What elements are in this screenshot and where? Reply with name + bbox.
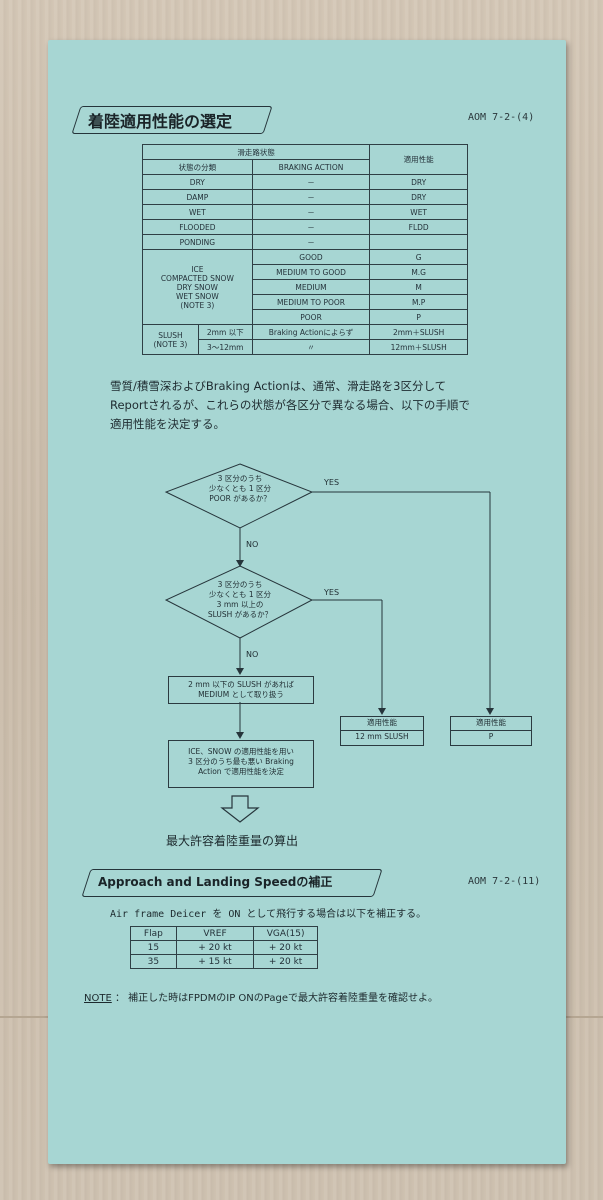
table-cell: 12mm＋SLUSH [369, 339, 468, 355]
result-right-header: 適用性能 [451, 718, 531, 731]
fc-line: 3 mm 以上の [216, 600, 264, 609]
explanation-line: Reportされるが、これらの状態が各区分で異なる場合、以下の手順で [110, 398, 470, 412]
medium-handling-box: 2 mm 以下の SLUSH があれば MEDIUM として取り扱う [168, 676, 314, 704]
fc-line: POOR があるか？ [209, 494, 271, 503]
result-box-p: 適用性能 P [450, 716, 532, 746]
result-mid-header: 適用性能 [341, 718, 423, 731]
result-arrow [220, 795, 260, 823]
slush-group-label: SLUSH (NOTE 3) [142, 324, 199, 355]
table-cell: 15 [130, 940, 177, 955]
yes-label-2: YES [324, 588, 340, 597]
ice-label-line: ICE [191, 264, 204, 274]
table-header: VGA(15) [253, 926, 318, 941]
runway-condition-table: 滑走路状態 適用性能 状態の分類 BRAKING ACTION DRY－DRY … [141, 144, 468, 355]
section2-title: Approach and Landing Speedの補正 [98, 873, 332, 890]
ice-label-line: DRY SNOW [176, 282, 218, 292]
fc-line: 少なくとも 1 区分 [208, 590, 272, 599]
note-text: ： 補正した時はFPDMのIP ONのPageで最大許容着陸重量を確認せよ。 [114, 993, 438, 1004]
slush-label-line: (NOTE 3) [153, 339, 188, 349]
final-step-text: 最大許容着陸重量の算出 [166, 834, 299, 848]
fc-line: SLUSH があるか？ [207, 610, 273, 619]
fc-line: 3 区分のうち [217, 474, 263, 483]
note-line: NOTE ： 補正した時はFPDMのIP ONのPageで最大許容着陸重量を確認… [84, 989, 438, 1004]
section2-title-en: Approach and Landing Speed [98, 875, 297, 889]
explanation-line: 雪質/積雪深およびBraking Actionは、通常、滑走路を3区分して [110, 379, 447, 393]
note-label: NOTE [84, 993, 112, 1004]
no-label-2: NO [246, 650, 259, 659]
no-label-1: NO [246, 540, 259, 549]
result-box-12mm-slush: 適用性能 12 mm SLUSH [340, 716, 424, 746]
section2-ref: AOM 7-2-(11) [468, 876, 541, 887]
fc-line: 少なくとも 1 区分 [208, 484, 272, 493]
table-cell: + 20 kt [253, 954, 318, 969]
table-header: Flap [130, 926, 177, 941]
decision-poor-text: 3 区分のうち 少なくとも 1 区分 POOR があるか？ [180, 474, 300, 504]
determine-performance-box: ICE、SNOW の適用性能を用い 3 区分のうち最も悪い Braking Ac… [168, 740, 314, 788]
table-cell: + 15 kt [175, 954, 255, 969]
section1-ref: AOM 7-2-(4) [468, 112, 535, 123]
fc-line: 3 区分のうち [217, 580, 263, 589]
ice-label-line: COMPACTED SNOW [160, 273, 234, 283]
table-cell: 3～12mm [197, 339, 253, 355]
table-cell: 35 [130, 954, 177, 969]
section2-title-jp: の補正 [296, 875, 333, 889]
fc-line: Action で適用性能を決定 [198, 767, 284, 776]
table-cell: + 20 kt [175, 940, 255, 955]
explanation-line: 適用性能を決定する。 [110, 417, 225, 431]
section1-title: 着陸適用性能の選定 [88, 112, 233, 131]
decision-slush-text: 3 区分のうち 少なくとも 1 区分 3 mm 以上の SLUSH があるか？ [180, 580, 300, 620]
fc-line: 2 mm 以下の SLUSH があれば [188, 680, 294, 689]
yes-label-1: YES [324, 478, 340, 487]
result-right-value: P [488, 732, 494, 741]
fc-line: 3 区分のうち最も悪い Braking [188, 757, 294, 766]
deicer-note: Air frame Deicer を ON として飛行する場合は以下を補正する。 [110, 909, 427, 920]
ice-label-line: WET SNOW [175, 291, 219, 301]
result-mid-value: 12 mm SLUSH [355, 732, 409, 741]
speed-correction-table: Flap VREF VGA(15) 15 + 20 kt + 20 kt 35 … [130, 926, 318, 969]
ice-snow-group-label: ICE COMPACTED SNOW DRY SNOW WET SNOW (NO… [142, 249, 253, 325]
table-header: VREF [175, 926, 255, 941]
table-cell: + 20 kt [253, 940, 318, 955]
slush-label-line: SLUSH [158, 330, 183, 340]
ice-label-line: (NOTE 3) [180, 300, 215, 310]
table-cell: 〃 [251, 339, 371, 355]
fc-line: ICE、SNOW の適用性能を用い [188, 747, 294, 756]
fc-line: MEDIUM として取り扱う [198, 690, 284, 699]
